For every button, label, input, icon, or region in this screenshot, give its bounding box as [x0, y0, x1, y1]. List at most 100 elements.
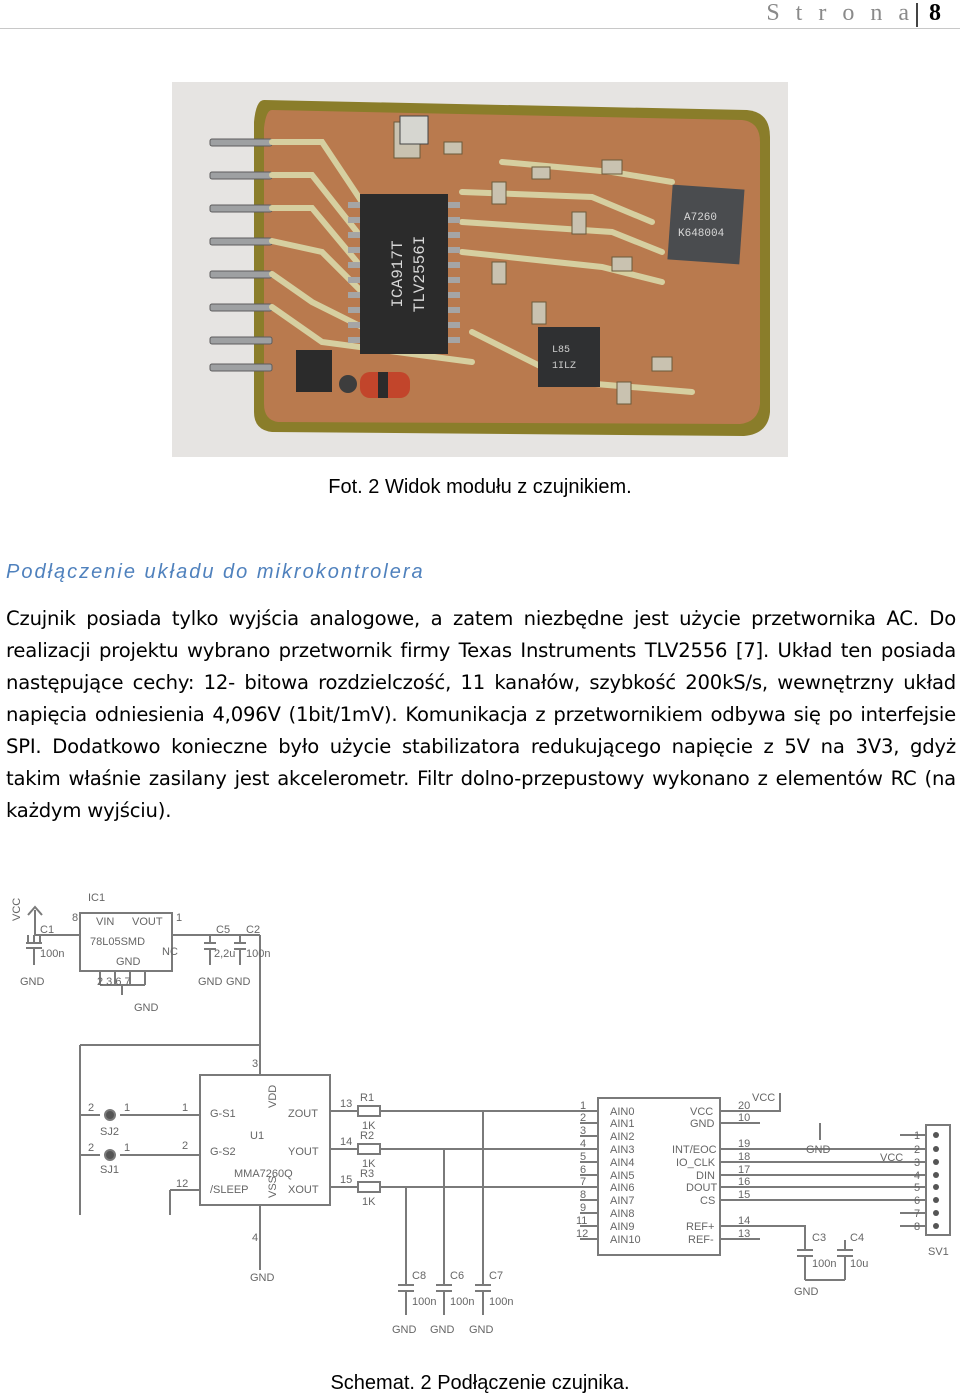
adc-ain0: AIN0	[610, 1106, 634, 1118]
u1-sleep: /SLEEP	[210, 1184, 249, 1196]
ic1-pin-out: 1	[176, 912, 182, 924]
sj2-pin2: 2	[88, 1102, 94, 1114]
chip-main-line1: ICA917T	[389, 240, 407, 307]
vcc-label-left: VCC	[11, 898, 23, 921]
adc-num-20: 20	[738, 1100, 750, 1112]
adc-ain6: AIN6	[610, 1182, 634, 1194]
adc-right-labels: VCC GND INT/EOC IO_CLK DIN DOUT CS REF+ …	[672, 1106, 717, 1246]
adc-num-16: 16	[738, 1176, 750, 1188]
adc-num-12: 12	[576, 1228, 588, 1240]
adc-num-13: 13	[738, 1228, 750, 1240]
c5-value: 2,2u	[214, 948, 235, 960]
ic1-vin: VIN	[96, 916, 114, 928]
page-number: 8	[929, 0, 941, 26]
c1-value: 100n	[40, 948, 64, 960]
adc-vcc: VCC	[690, 1106, 713, 1118]
adc-num-15: 15	[738, 1189, 750, 1201]
adc-left-numbers: 1 2 3 4 5 6 7 8 9 11 12	[576, 1100, 588, 1240]
c6-ref: C6	[450, 1270, 464, 1282]
chip-main-line2: TLV2556I	[411, 236, 429, 313]
ic1-pin-in: 8	[72, 912, 78, 924]
u1-zout: ZOUT	[288, 1108, 318, 1120]
gnd-ic1: GND	[134, 1002, 159, 1014]
ic1-part: 78L05SMD	[90, 936, 145, 948]
adc-num-4: 4	[580, 1138, 586, 1150]
gnd-c2: GND	[226, 976, 251, 988]
schematic-caption: Schemat. 2 Podłączenie czujnika.	[330, 1372, 630, 1394]
u1-pin-vdd: 3	[252, 1058, 258, 1070]
u1-xout: XOUT	[288, 1184, 319, 1196]
chip-reg-line1: L85	[552, 345, 570, 356]
adc-num-9: 9	[580, 1202, 586, 1214]
adc-num-1: 1	[580, 1100, 586, 1112]
pcb-photo: ICA917T TLV2556I A7260 K648004 L85 1ILZ	[172, 82, 788, 457]
adc-left-labels: AIN0 AIN1 AIN2 AIN3 AIN4 AIN5 AIN6 AIN7 …	[610, 1106, 641, 1246]
c5-ref: C5	[216, 924, 230, 936]
adc-cs: CS	[700, 1195, 715, 1207]
adc-num-3: 3	[580, 1125, 586, 1137]
adc-num-14: 14	[738, 1215, 750, 1227]
u1-pin-gs1: 1	[182, 1102, 188, 1114]
adc-dout: DOUT	[686, 1182, 717, 1194]
vcc-label-adc: VCC	[752, 1092, 775, 1104]
ic1-gnd: GND	[116, 956, 141, 968]
gnd-u1: GND	[250, 1272, 275, 1284]
sj2-ref: SJ2	[100, 1126, 119, 1138]
sv1-pin-5: 5	[914, 1182, 920, 1194]
sv1-pin-6: 6	[914, 1195, 920, 1207]
c8-value: 100n	[412, 1296, 436, 1308]
r1-value: 1K	[362, 1120, 376, 1132]
ic1-nc: NC	[162, 946, 178, 958]
sv1-pin-7: 7	[914, 1208, 920, 1220]
gnd-c7: GND	[469, 1324, 494, 1336]
header-rule	[0, 28, 960, 29]
sj1-pin2: 2	[88, 1142, 94, 1154]
adc-num-19: 19	[738, 1138, 750, 1150]
r1-ref: R1	[360, 1092, 374, 1104]
u1-part: MMA7260Q	[234, 1168, 293, 1180]
c8-ref: C8	[412, 1270, 426, 1282]
r2-ref: R2	[360, 1130, 374, 1142]
gnd-c8: GND	[392, 1324, 417, 1336]
u1-gs1: G-S1	[210, 1108, 236, 1120]
sv1-pin-1: 1	[914, 1130, 920, 1142]
u1-vss: VSS	[267, 1176, 279, 1198]
c6-value: 100n	[450, 1296, 474, 1308]
c7-value: 100n	[489, 1296, 513, 1308]
u1-pin-yout: 14	[340, 1136, 352, 1148]
page-header: S t r o n a 8	[0, 0, 960, 30]
sv1-pin-3: 3	[914, 1157, 920, 1169]
adc-ain10: AIN10	[610, 1234, 641, 1246]
vcc-label-sv1: VCC	[880, 1152, 903, 1164]
c3-ref: C3	[812, 1232, 826, 1244]
u1-pin-zout: 13	[340, 1098, 352, 1110]
header-separator	[916, 3, 918, 27]
sv1-ref: SV1	[928, 1246, 949, 1258]
r2-value: 1K	[362, 1158, 376, 1170]
adc-num-5: 5	[580, 1151, 586, 1163]
u1-pin-vss: 4	[252, 1232, 258, 1244]
c1-ref: C1	[40, 924, 54, 936]
section-title: Podłączenie układu do mikrokontrolera	[6, 561, 425, 583]
adc-num-7: 7	[580, 1176, 586, 1188]
adc-int-eoc: INT/EOC	[672, 1144, 717, 1156]
gnd-c1: GND	[20, 976, 45, 988]
photo-caption: Fot. 2 Widok modułu z czujnikiem.	[328, 476, 632, 498]
adc-ain3: AIN3	[610, 1144, 634, 1156]
c2-value: 100n	[246, 948, 270, 960]
u1-gs2: G-S2	[210, 1146, 236, 1158]
r3-ref: R3	[360, 1168, 374, 1180]
c7-ref: C7	[489, 1270, 503, 1282]
adc-din: DIN	[696, 1170, 715, 1182]
adc-right-numbers: 20 10 19 18 17 16 15 14 13	[738, 1100, 750, 1240]
sv1-pin-8: 8	[914, 1221, 920, 1233]
u1-pin-gs2: 2	[182, 1140, 188, 1152]
ic1-pins-bottom: 2 3 6 7	[97, 976, 131, 988]
gnd-c6: GND	[430, 1324, 455, 1336]
adc-ain8: AIN8	[610, 1208, 634, 1220]
page-label: S t r o n a	[766, 0, 914, 26]
sj1-ref: SJ1	[100, 1164, 119, 1176]
c3-value: 100n	[812, 1258, 836, 1270]
body-paragraph: Czujnik posiada tylko wyjścia analogowe,…	[6, 607, 956, 822]
u1-pin-xout: 15	[340, 1174, 352, 1186]
